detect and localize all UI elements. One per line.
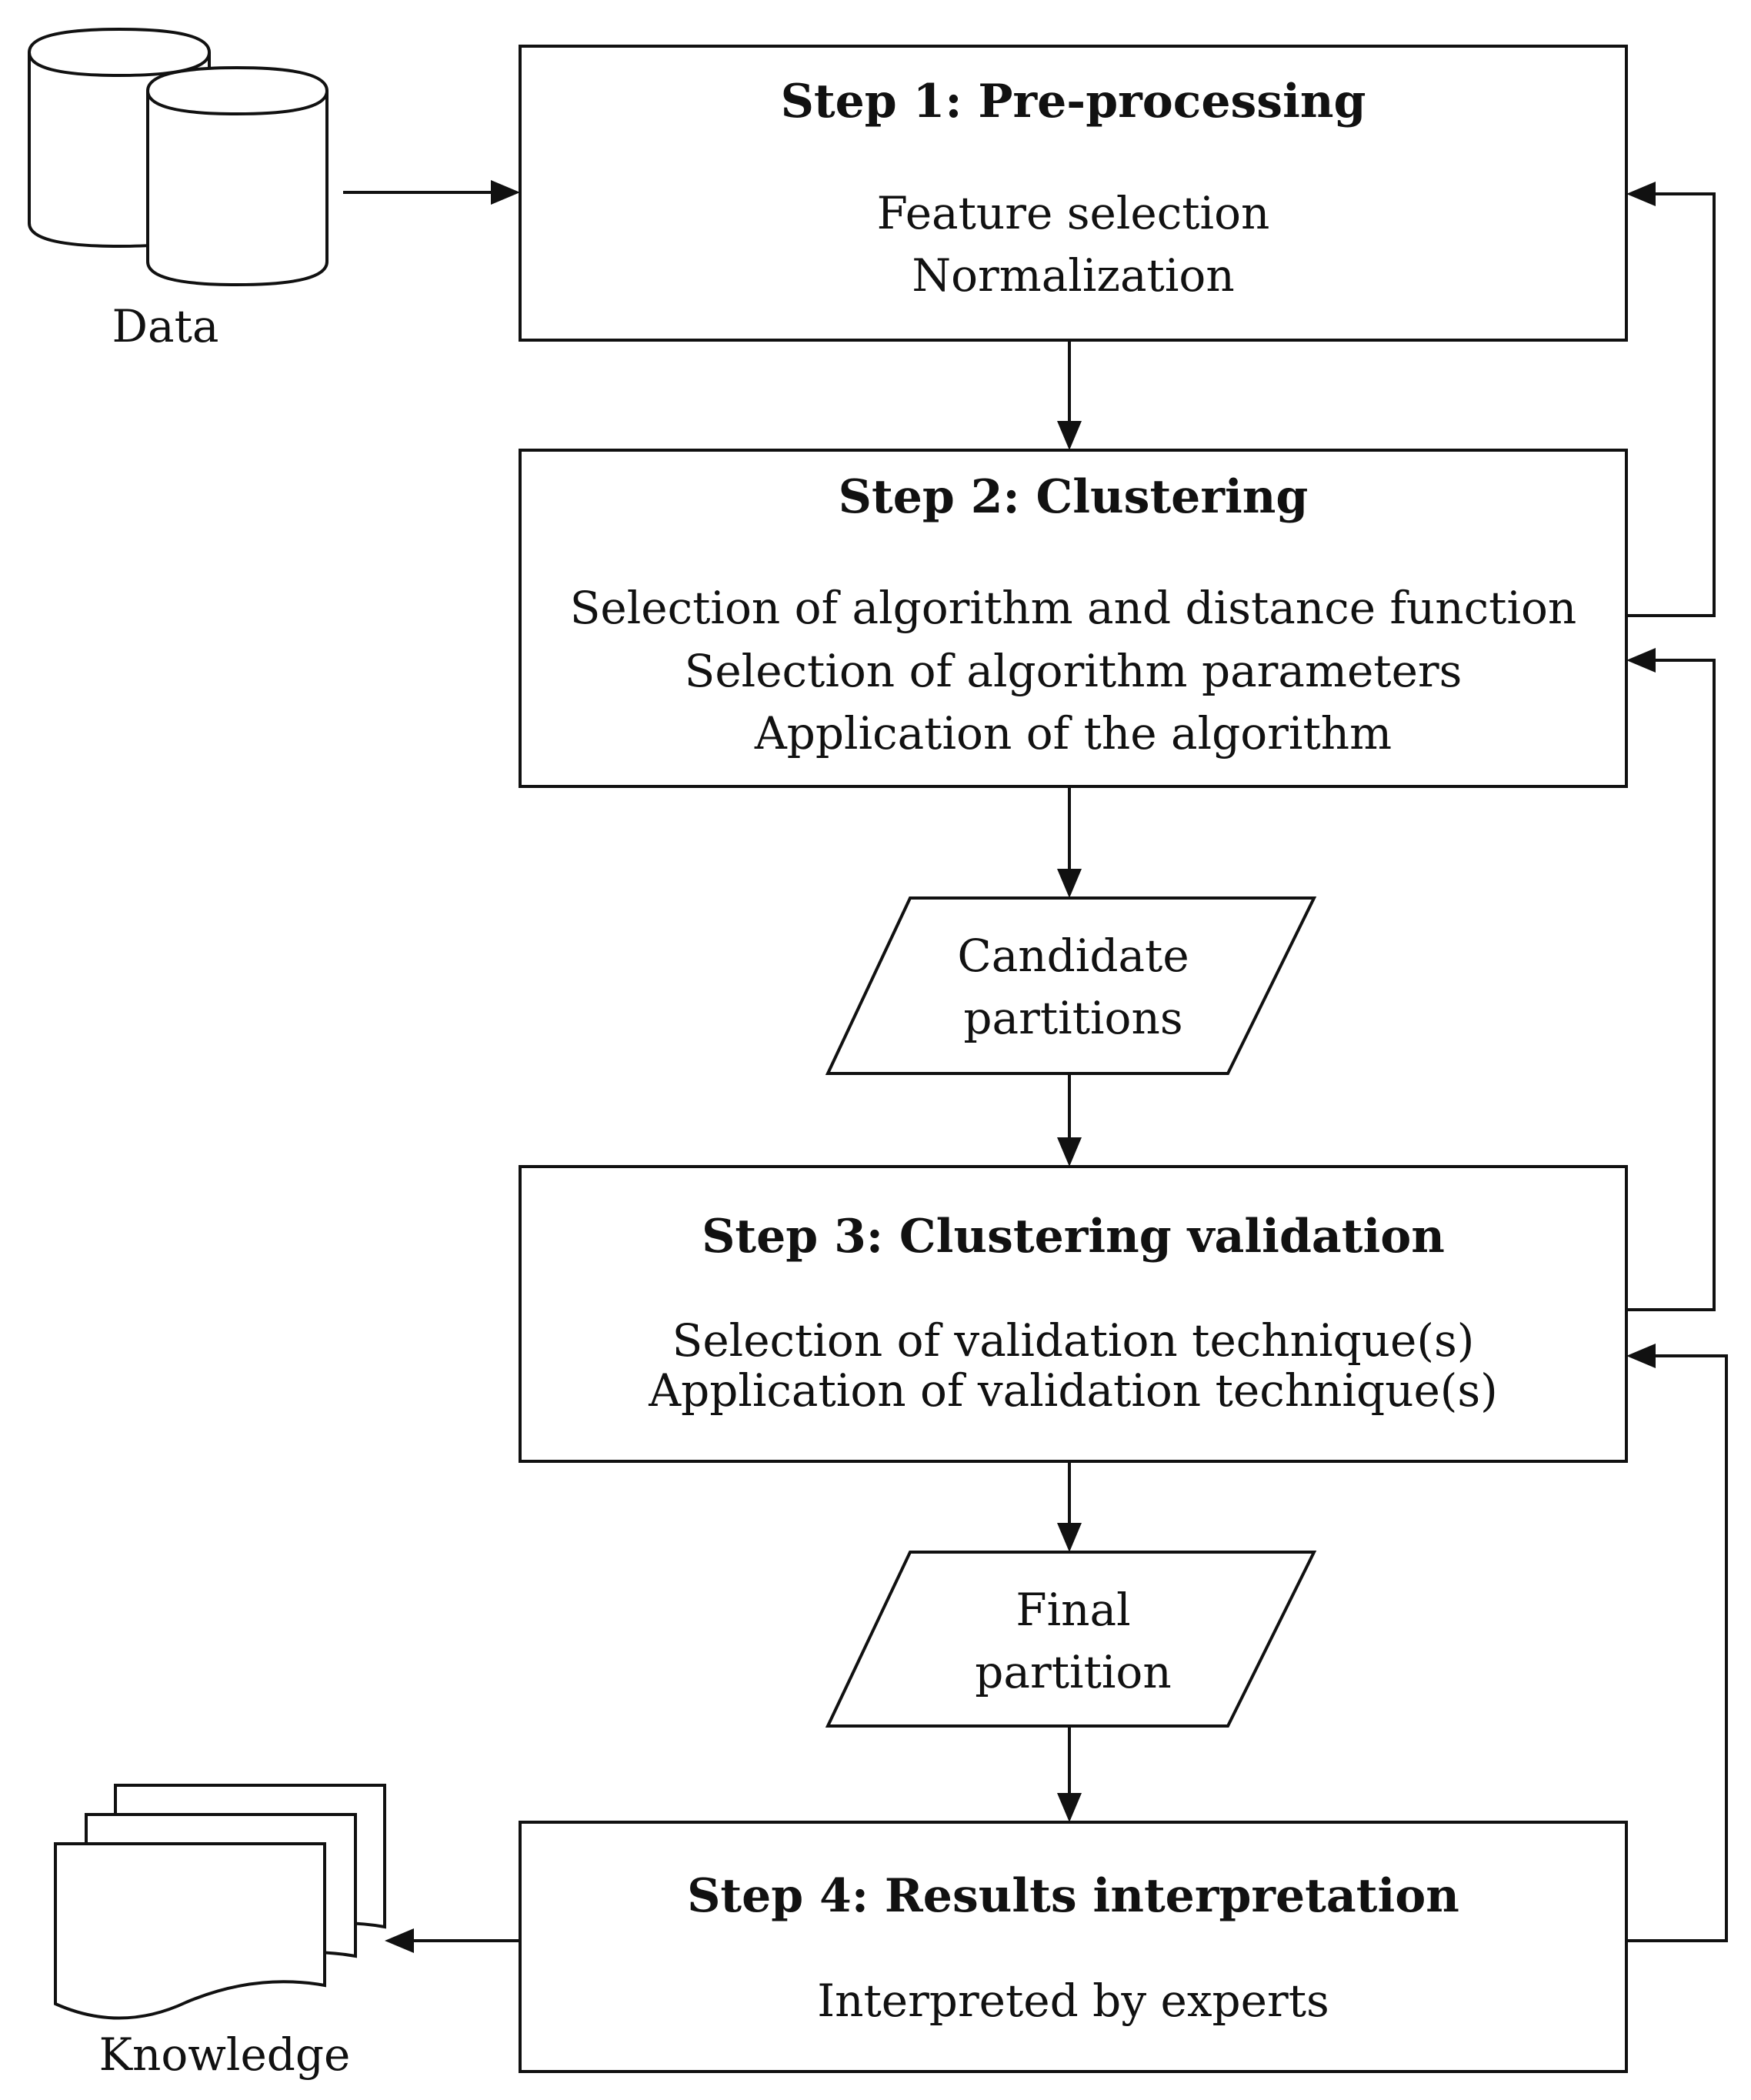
data-label: Data bbox=[112, 300, 219, 352]
step-3-line-2: Application of validation technique(s) bbox=[648, 1364, 1498, 1417]
candidate-partitions-line-2: partitions bbox=[963, 992, 1182, 1044]
database-icon bbox=[28, 27, 329, 287]
step-1-line-2: Normalization bbox=[912, 249, 1234, 302]
arrow-step-4-to-knowledge bbox=[385, 1928, 520, 1953]
arrow-data-to-step-1 bbox=[343, 180, 520, 205]
final-partition-line-2: partition bbox=[975, 1646, 1171, 1698]
arrow-candidates-to-step-3 bbox=[1057, 1073, 1082, 1167]
candidate-partitions-shape bbox=[825, 896, 1317, 1075]
step-3-line-1: Selection of validation technique(s) bbox=[672, 1314, 1475, 1367]
step-2-line-2: Selection of algorithm parameters bbox=[685, 645, 1463, 697]
step-4-box bbox=[519, 1821, 1628, 2073]
final-partition-shape bbox=[825, 1551, 1317, 1728]
arrow-step-1-to-step-2 bbox=[1057, 340, 1082, 450]
candidate-partitions-line-1: Candidate bbox=[957, 930, 1189, 982]
step-1-line-1: Feature selection bbox=[877, 187, 1270, 239]
step-2-line-1: Selection of algorithm and distance func… bbox=[570, 582, 1577, 634]
step-4-line-1: Interpreted by experts bbox=[817, 1975, 1329, 2027]
feedback-step-4-to-step-3 bbox=[1626, 1344, 1728, 1942]
arrow-step-3-to-final bbox=[1057, 1461, 1082, 1552]
step-2-line-3: Application of the algorithm bbox=[754, 707, 1392, 760]
step-2-box bbox=[519, 449, 1628, 788]
feedback-step-2-to-step-1 bbox=[1626, 182, 1716, 617]
step-3-box bbox=[519, 1165, 1628, 1463]
arrow-step-2-to-candidates bbox=[1057, 786, 1082, 898]
documents-icon bbox=[54, 1784, 386, 2020]
arrow-final-to-step-4 bbox=[1057, 1726, 1082, 1822]
final-partition-line-1: Final bbox=[1016, 1584, 1130, 1636]
step-1-box bbox=[519, 45, 1628, 342]
step-4-title: Step 4: Results interpretation bbox=[687, 1869, 1459, 1923]
step-2-title: Step 2: Clustering bbox=[839, 470, 1309, 524]
knowledge-label: Knowledge bbox=[99, 2028, 351, 2081]
feedback-step-3-to-step-2 bbox=[1626, 648, 1716, 1311]
step-1-title: Step 1: Pre-processing bbox=[781, 75, 1366, 129]
step-3-title: Step 3: Clustering validation bbox=[702, 1210, 1445, 1264]
